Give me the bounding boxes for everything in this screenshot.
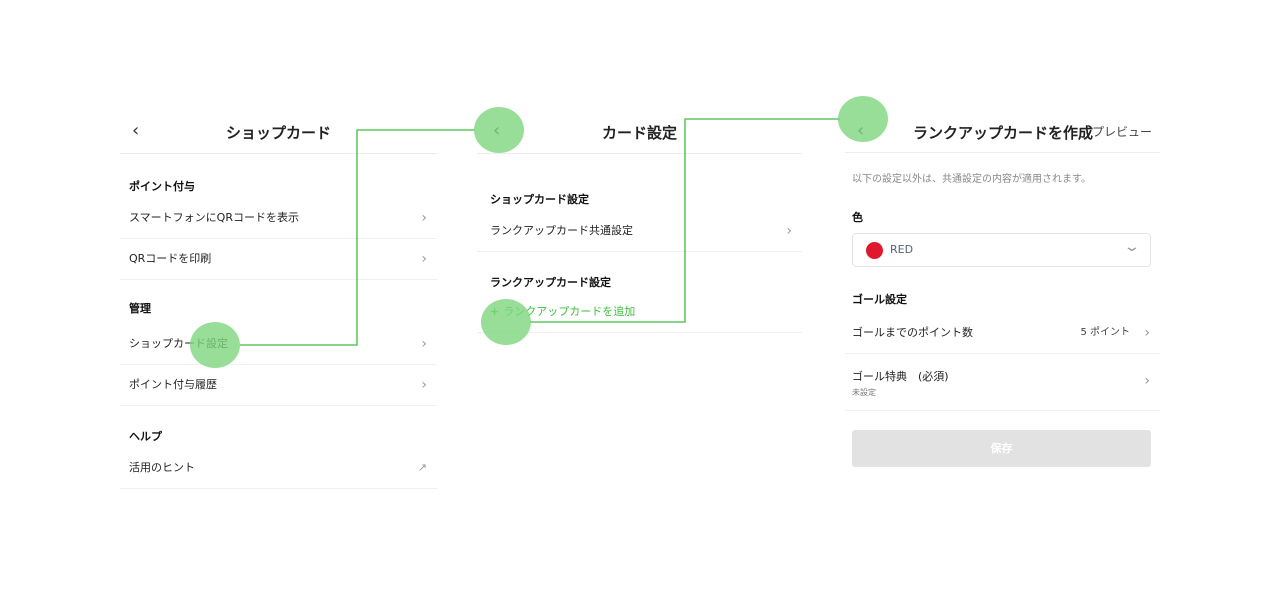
color-select[interactable]: RED ⌄ <box>852 233 1151 267</box>
preview-button[interactable]: プレビュー <box>1091 125 1152 139</box>
add-label: ランクアップカードを追加 <box>503 305 636 318</box>
note-text: 以下の設定以外は、共通設定の内容が適用されます。 <box>852 174 1091 185</box>
chevron-right-icon: › <box>421 377 427 393</box>
goal-points-value: 5 ポイント <box>1080 327 1130 338</box>
section-label: ランクアップカード設定 <box>490 276 611 289</box>
header: ‹ カード設定 <box>477 108 802 154</box>
add-rankup-card-button[interactable]: +ランクアップカードを追加 <box>477 292 802 333</box>
color-value: RED <box>890 243 914 256</box>
item-label: 活用のヒント <box>129 461 195 474</box>
chevron-right-icon: › <box>421 210 427 226</box>
color-label: 色 <box>852 211 863 224</box>
item-sublabel: 未設定 <box>852 388 876 397</box>
back-icon[interactable]: ‹ <box>132 120 140 141</box>
list-item-show-qr[interactable]: スマートフォンにQRコードを表示 › <box>120 198 437 239</box>
item-label: ポイント付与履歴 <box>129 378 217 391</box>
section-label: ゴール設定 <box>852 293 907 306</box>
goal-points-row[interactable]: ゴールまでのポイント数 5 ポイント › <box>845 313 1160 354</box>
section-label: 管理 <box>129 302 151 315</box>
header: ‹ ショップカード <box>120 108 437 154</box>
chevron-right-icon: › <box>421 336 427 352</box>
item-label: ゴール特典 (必須) <box>852 370 949 383</box>
list-item-point-history[interactable]: ポイント付与履歴 › <box>120 365 437 406</box>
page-title: ショップカード <box>225 124 331 142</box>
color-swatch <box>866 242 883 259</box>
chevron-right-icon: › <box>421 251 427 267</box>
page-title: カード設定 <box>601 124 677 142</box>
chevron-right-icon: › <box>1144 325 1150 341</box>
list-item-print-qr[interactable]: QRコードを印刷 › <box>120 239 437 280</box>
goal-benefit-row[interactable]: ゴール特典 (必須) 未設定 › <box>845 354 1160 411</box>
create-rankup-card-screen: ‹ ランクアップカードを作成 プレビュー 以下の設定以外は、共通設定の内容が適用… <box>845 108 1160 467</box>
header: ‹ ランクアップカードを作成 プレビュー <box>845 108 1160 153</box>
item-label: QRコードを印刷 <box>129 252 212 265</box>
section-label: ポイント付与 <box>129 180 195 193</box>
list-item-tips[interactable]: 活用のヒント ↗ <box>120 448 437 489</box>
card-settings-screen: ‹ カード設定 ショップカード設定 ランクアップカード共通設定 › ランクアップカ… <box>477 108 802 333</box>
shop-card-screen: ‹ ショップカード ポイント付与 スマートフォンにQRコードを表示 › QRコード… <box>120 108 437 489</box>
chevron-right-icon: › <box>1144 373 1150 389</box>
list-item-shop-card-settings[interactable]: ショップカード設定 › <box>120 324 437 365</box>
list-item-common-settings[interactable]: ランクアップカード共通設定 › <box>477 211 802 252</box>
section-label: ヘルプ <box>129 430 162 443</box>
item-label: ショップカード設定 <box>129 337 228 350</box>
section-label: ショップカード設定 <box>490 193 589 206</box>
chevron-down-icon: ⌄ <box>1123 239 1141 255</box>
save-button[interactable]: 保存 <box>852 430 1151 467</box>
external-link-icon: ↗ <box>417 461 427 474</box>
chevron-right-icon: › <box>786 223 792 239</box>
plus-icon: + <box>490 305 500 318</box>
item-label: ゴールまでのポイント数 <box>852 326 973 339</box>
item-label: ランクアップカード共通設定 <box>490 224 633 237</box>
item-label: スマートフォンにQRコードを表示 <box>129 211 299 224</box>
back-icon[interactable]: ‹ <box>857 120 865 141</box>
page-title: ランクアップカードを作成 <box>913 124 1094 142</box>
